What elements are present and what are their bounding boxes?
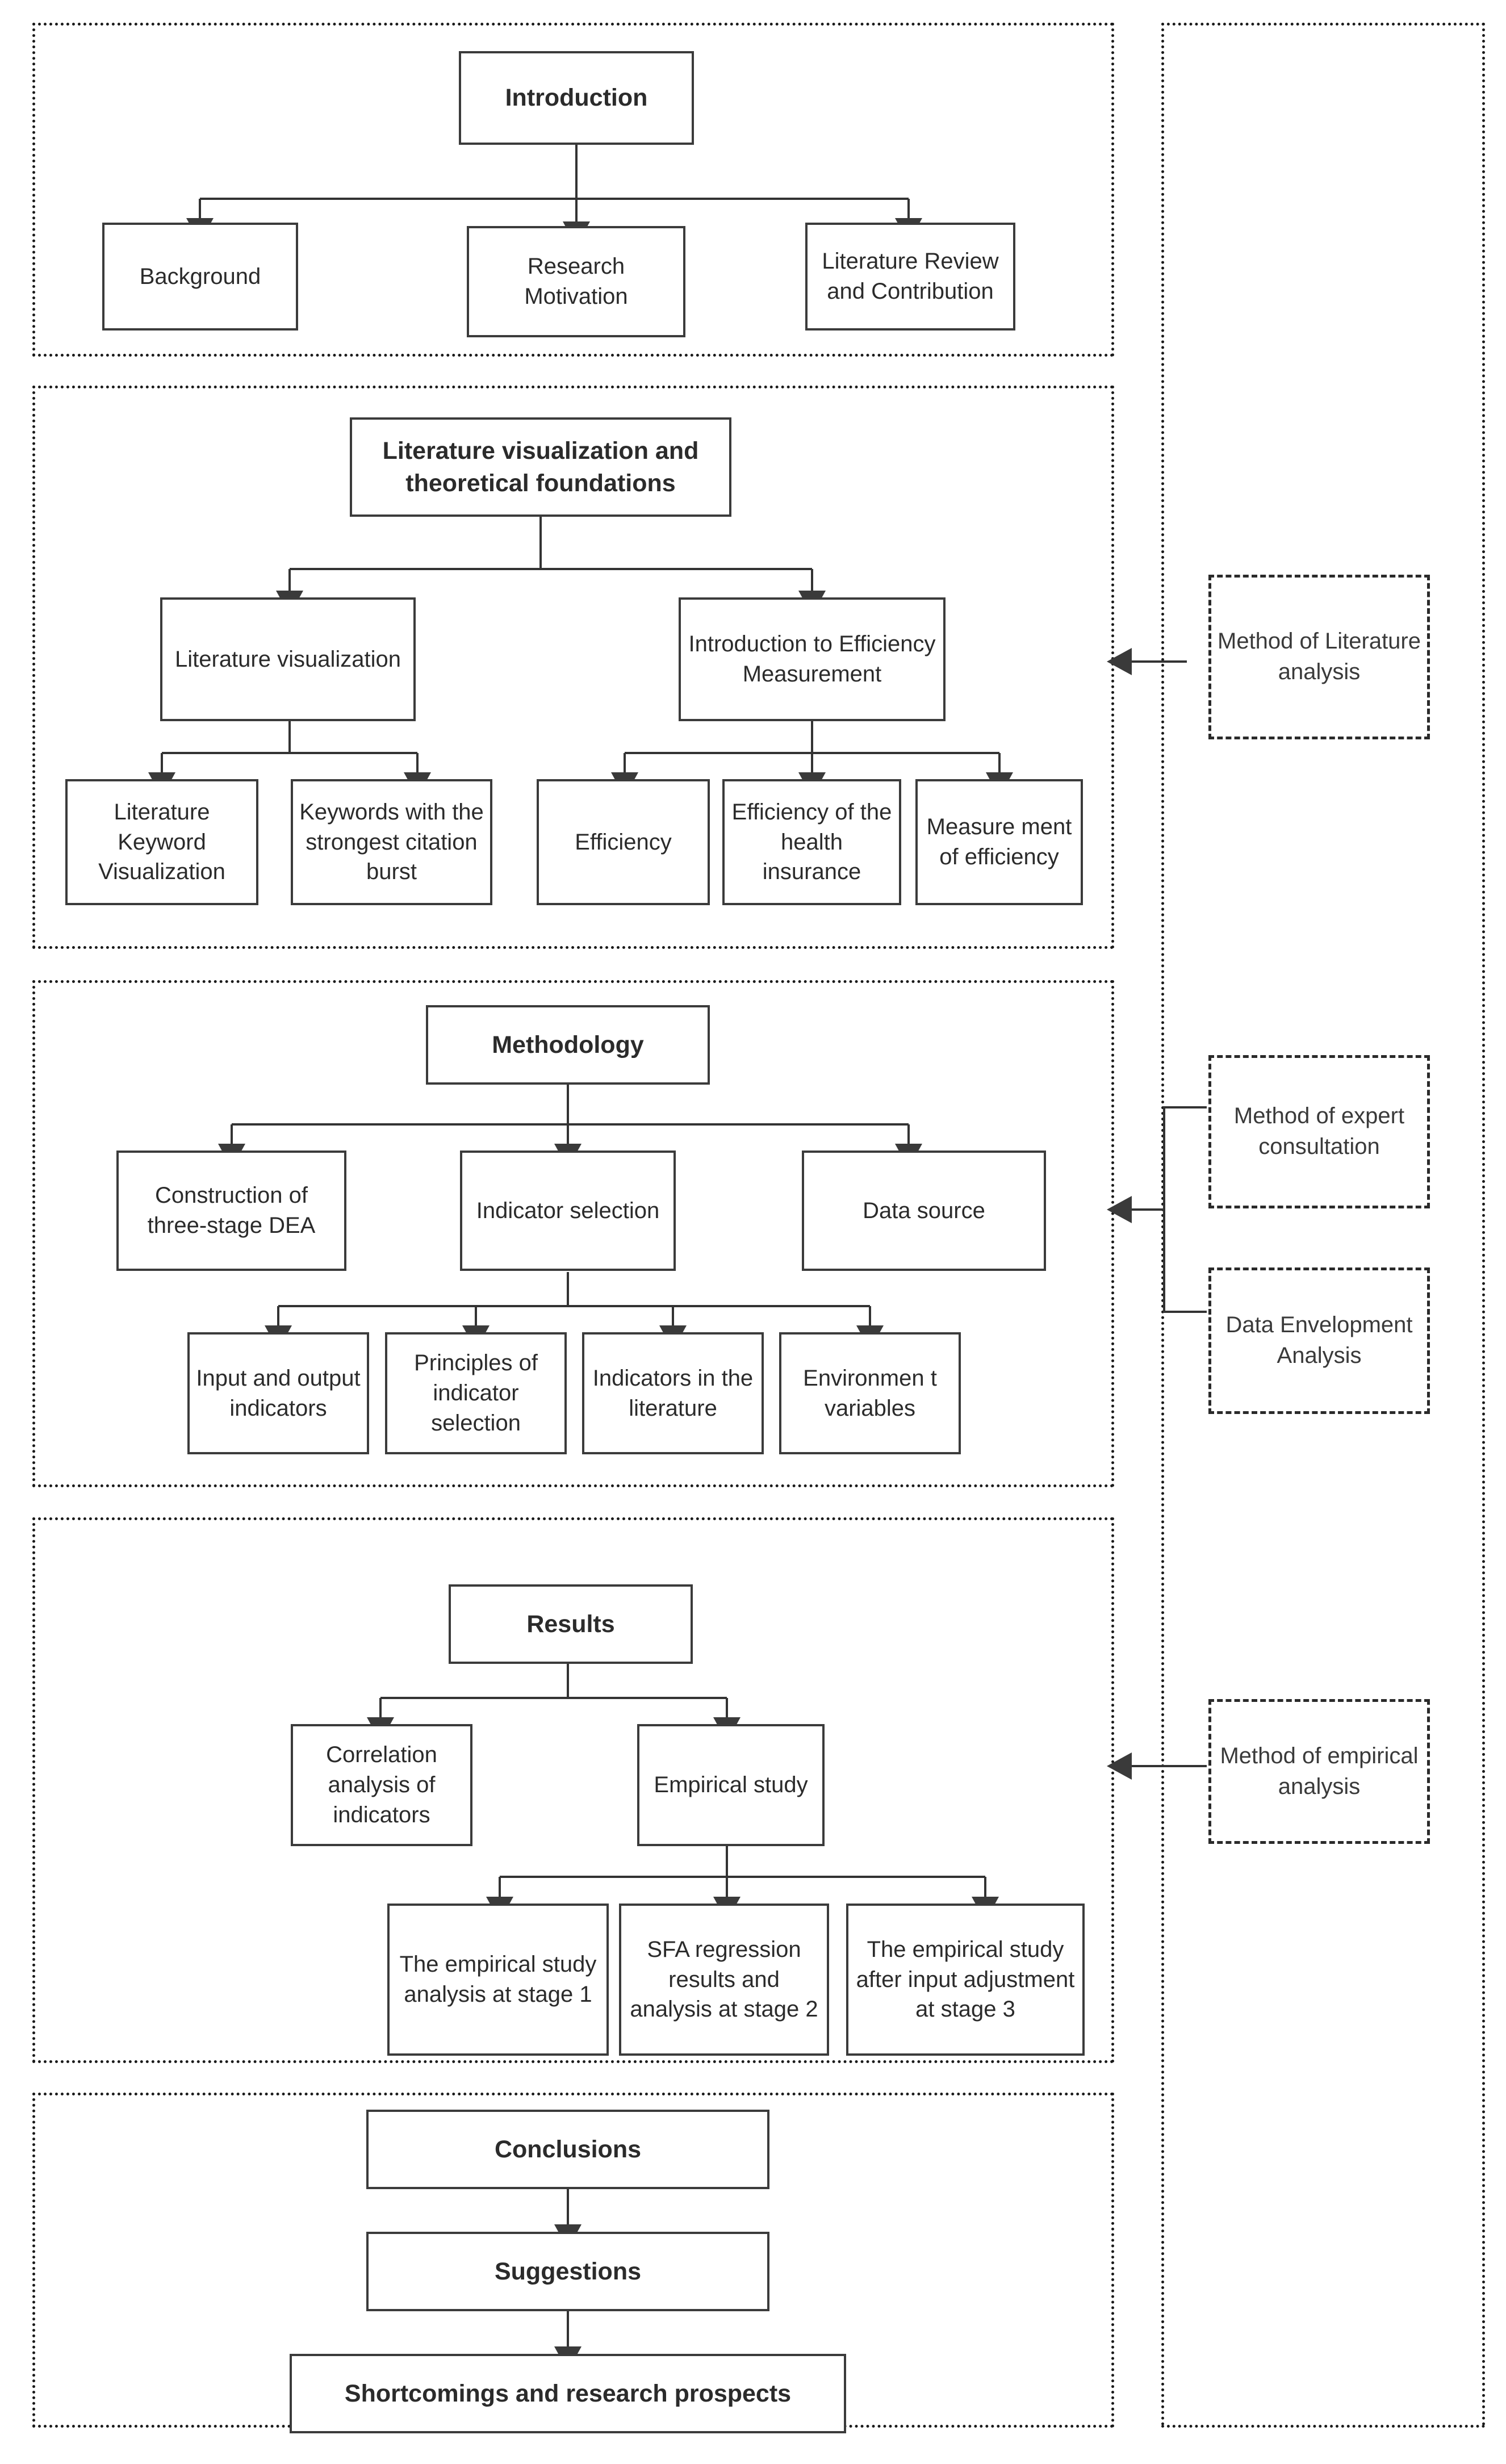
node-sfa-regression-stage-2[interactable]: SFA regression results and analysis at s… <box>619 1904 829 2056</box>
node-literature-visualization[interactable]: Literature visualization <box>160 597 416 721</box>
node-methodology[interactable]: Methodology <box>426 1005 710 1085</box>
node-empirical-study-stage-1[interactable]: The empirical study analysis at stage 1 <box>387 1904 609 2056</box>
node-empirical-study-stage-3[interactable]: The empirical study after input adjustme… <box>846 1904 1085 2056</box>
node-shortcomings-research-prospects[interactable]: Shortcomings and research prospects <box>290 2354 846 2433</box>
node-indicator-selection[interactable]: Indicator selection <box>460 1151 676 1271</box>
node-construction-three-stage-dea[interactable]: Construction of three-stage DEA <box>116 1151 346 1271</box>
node-results[interactable]: Results <box>449 1584 693 1664</box>
node-introduction-efficiency-measurement[interactable]: Introduction to Efficiency Measurement <box>679 597 946 721</box>
node-research-motivation[interactable]: Research Motivation <box>467 226 685 337</box>
method-expert-consultation[interactable]: Method of expert consultation <box>1208 1055 1430 1208</box>
section-introduction <box>32 23 1114 357</box>
node-measurement-of-efficiency[interactable]: Measure ment of efficiency <box>915 779 1083 905</box>
section-methods-sidebar <box>1161 23 1485 2428</box>
method-empirical-analysis[interactable]: Method of empirical analysis <box>1208 1699 1430 1844</box>
node-principles-indicator-selection[interactable]: Principles of indicator selection <box>385 1332 567 1454</box>
node-literature-theoretical-foundations[interactable]: Literature visualization and theoretical… <box>350 417 731 517</box>
node-data-source[interactable]: Data source <box>802 1151 1046 1271</box>
node-background[interactable]: Background <box>102 223 298 331</box>
section-results <box>32 1517 1114 2063</box>
method-literature-analysis[interactable]: Method of Literature analysis <box>1208 575 1430 739</box>
node-literature-keyword-visualization[interactable]: Literature Keyword Visualization <box>65 779 258 905</box>
node-correlation-analysis-indicators[interactable]: Correlation analysis of indicators <box>291 1724 472 1846</box>
section-methodology <box>32 980 1114 1487</box>
node-empirical-study[interactable]: Empirical study <box>637 1724 825 1846</box>
node-environment-variables[interactable]: Environmen t variables <box>779 1332 961 1454</box>
node-keywords-strongest-citation-burst[interactable]: Keywords with the strongest citation bur… <box>291 779 492 905</box>
method-data-envelopment-analysis[interactable]: Data Envelopment Analysis <box>1208 1267 1430 1414</box>
node-suggestions[interactable]: Suggestions <box>366 2232 769 2311</box>
node-efficiency[interactable]: Efficiency <box>537 779 710 905</box>
node-introduction[interactable]: Introduction <box>459 51 694 145</box>
node-conclusions[interactable]: Conclusions <box>366 2110 769 2189</box>
node-indicators-in-literature[interactable]: Indicators in the literature <box>582 1332 764 1454</box>
node-efficiency-health-insurance[interactable]: Efficiency of the health insurance <box>722 779 901 905</box>
node-literature-review-contribution[interactable]: Literature Review and Contribution <box>805 223 1015 331</box>
node-input-output-indicators[interactable]: Input and output indicators <box>187 1332 369 1454</box>
